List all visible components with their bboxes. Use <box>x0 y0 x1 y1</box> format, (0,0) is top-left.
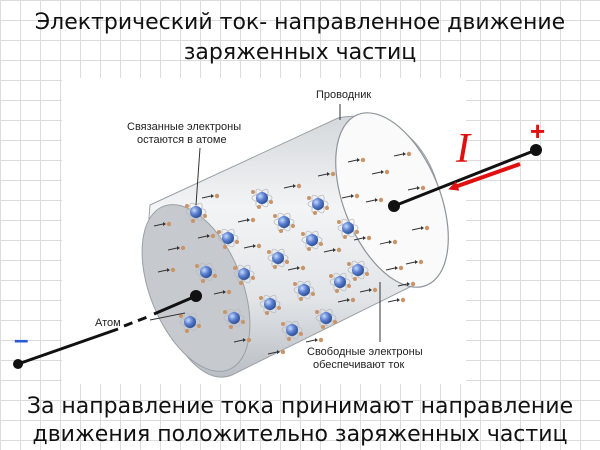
free-electron <box>233 337 252 343</box>
free-electron <box>337 297 356 303</box>
free-electron <box>407 185 426 191</box>
free-electron <box>157 267 176 273</box>
current-arrow <box>448 162 521 191</box>
free-electron <box>341 193 360 199</box>
free-electron <box>359 287 378 293</box>
atom <box>347 260 369 281</box>
label-atom: Атом <box>95 317 121 329</box>
free-electron <box>385 265 404 271</box>
minus-sign: – <box>14 324 28 354</box>
free-electron <box>243 243 262 249</box>
atom <box>281 320 303 341</box>
slide-title: Электрический ток- направленное движение… <box>0 8 600 68</box>
atom <box>217 228 239 249</box>
atom <box>195 262 217 283</box>
current-symbol: I <box>455 126 472 172</box>
positive-contact-dot <box>388 200 400 212</box>
atoms-layer <box>179 188 369 341</box>
slide-footer: За направление тока принимают направлени… <box>0 393 600 449</box>
plus-sign: + <box>530 116 545 146</box>
free-electron <box>411 225 430 231</box>
free-electron <box>167 245 186 251</box>
free-electron <box>405 259 424 265</box>
atom <box>273 212 295 233</box>
free-electron <box>379 239 398 245</box>
negative-terminal <box>13 359 23 369</box>
free-electron <box>393 151 412 157</box>
atom <box>267 248 289 269</box>
free-electron <box>305 337 324 343</box>
footer-line-2: движения положительно заряженных частиц <box>32 422 568 447</box>
label-free-electrons-1: Свободные электроны <box>307 346 423 358</box>
atom <box>259 294 281 315</box>
atom <box>337 218 359 239</box>
atom <box>293 280 315 301</box>
title-line-2: заряженных частиц <box>183 40 417 65</box>
free-electrons-layer <box>153 151 430 355</box>
negative-wire <box>13 290 202 369</box>
free-electron <box>371 169 390 175</box>
negative-contact-dot <box>190 290 202 302</box>
free-electron <box>267 349 286 355</box>
footer-line-1: За направление тока принимают направлени… <box>26 394 574 419</box>
label-bound-electrons-2: остаются в атоме <box>137 134 227 146</box>
atom <box>185 202 207 223</box>
atom <box>179 312 201 333</box>
free-electron <box>317 171 336 177</box>
free-electron <box>201 193 220 199</box>
conductor-cylinder <box>141 112 449 378</box>
free-electron <box>197 233 216 239</box>
atom <box>315 308 337 329</box>
label-conductor: Проводник <box>316 89 371 101</box>
positive-terminal <box>530 144 542 156</box>
free-electron <box>283 183 302 189</box>
free-electron <box>365 197 384 203</box>
free-electron <box>287 265 306 271</box>
title-line-1: Электрический ток- направленное движение <box>34 10 566 35</box>
free-electron <box>323 247 342 253</box>
label-bound-electrons-1: Связанные электроны <box>127 121 241 133</box>
conductor-cross-section <box>335 112 449 288</box>
free-electron <box>153 221 172 227</box>
atom <box>233 264 255 285</box>
label-leaders <box>149 104 381 342</box>
atom <box>329 272 351 293</box>
free-electron <box>213 289 232 295</box>
atom <box>301 230 323 251</box>
free-electron <box>237 217 256 223</box>
atom <box>307 194 329 215</box>
positive-wire <box>388 144 542 212</box>
free-electron <box>347 157 366 163</box>
atom <box>251 188 273 209</box>
label-free-electrons-2: обеспечивают ток <box>313 359 404 371</box>
free-electron <box>387 297 406 303</box>
atom <box>223 308 245 329</box>
free-electron <box>397 281 416 287</box>
free-electron <box>353 235 372 241</box>
